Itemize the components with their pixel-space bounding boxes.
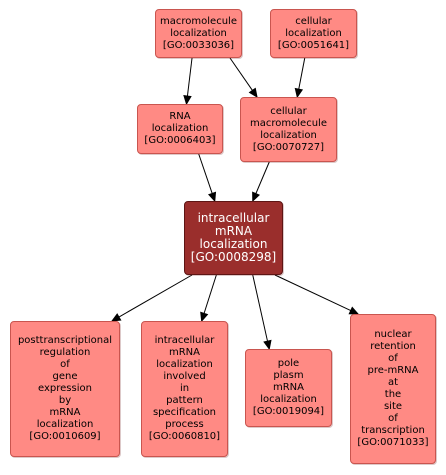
arrowhead-icon	[183, 95, 192, 106]
node-label-line: the	[384, 389, 402, 400]
arrowhead-icon	[348, 306, 360, 315]
arrowhead-icon	[110, 313, 122, 322]
arrowhead-icon	[200, 311, 209, 323]
node-label-line: process	[165, 419, 204, 430]
arrowhead-icon	[248, 87, 258, 99]
node-label-line: site	[383, 401, 403, 412]
node-label-line: pattern	[166, 395, 203, 406]
node-label-line: macromolecule	[250, 117, 327, 129]
edge-macromolecule_localization-to-cellular_macromolecule_localization	[229, 57, 253, 91]
node-label-line: [GO:0006403]	[144, 135, 216, 146]
node-label-line: [GO:0071033]	[357, 437, 429, 448]
node-label-line: involved	[163, 371, 206, 382]
node-label-line: localization	[260, 129, 317, 141]
arrowhead-icon	[294, 87, 304, 99]
node-label-line: [GO:0008298]	[190, 250, 277, 264]
node-label-line: nuclear	[374, 329, 412, 340]
node-label-line: in	[179, 383, 190, 394]
node-label-line: [GO:0060810]	[148, 431, 221, 442]
node-label-line: posttranscriptional	[17, 335, 113, 346]
node-label-line: localization	[36, 419, 94, 430]
node-label-line: RNA	[169, 111, 191, 122]
edge-cellular_localization-to-cellular_macromolecule_localization	[298, 57, 306, 90]
node-label-line: of	[388, 353, 398, 364]
node-label-line: expression	[38, 383, 92, 394]
arrowhead-icon	[207, 191, 217, 203]
edge-rna_localization-to-intracellular_mrna_localization	[198, 153, 213, 194]
edge-intracellular_mrna_localization-to-pole_plasm_mrna	[252, 274, 268, 342]
node-label-line: pole	[277, 358, 300, 369]
node-label-line: mRNA	[272, 382, 304, 393]
node-label-line: of	[60, 359, 70, 370]
node-label-line: [GO:0051641]	[277, 39, 350, 51]
edge-macromolecule_localization-to-rna_localization	[186, 57, 193, 97]
node-label-line: cellular	[295, 15, 332, 27]
node-label-line: mRNA	[214, 224, 253, 238]
node-label-line: mRNA	[168, 347, 200, 358]
node-label-line: [GO:0033036]	[162, 39, 235, 51]
node-label-line: [GO:0070727]	[252, 141, 325, 153]
node-label-line: intracellular	[197, 211, 270, 225]
node-label-line: [GO:0010609]	[29, 431, 101, 442]
node-label-line: [GO:0019094]	[252, 406, 325, 417]
edge-intracellular_mrna_localization-to-intracellular_mrna_pattern	[203, 274, 217, 314]
node-label-line: macromolecule	[160, 15, 237, 27]
node-label-line: localization	[151, 123, 209, 134]
node-label-line: transcription	[361, 425, 425, 436]
node-label-line: regulation	[39, 347, 91, 358]
node-label-line: localization	[170, 27, 227, 39]
node-label-line: plasm	[273, 370, 304, 381]
node-label-line: pre-mRNA	[367, 365, 419, 376]
node-label-line: cellular	[270, 105, 307, 117]
edge-intracellular_mrna_localization-to-posttranscriptional_regulation	[118, 274, 193, 318]
node-label-line: localization	[285, 27, 342, 39]
edge-intracellular_mrna_localization-to-nuclear_retention	[274, 274, 351, 312]
node-label-line: localization	[260, 394, 317, 405]
node-label-line: intracellular	[154, 335, 215, 346]
node-label-line: gene	[52, 371, 78, 382]
node-label-line: of	[388, 413, 398, 424]
node-label-line: at	[387, 377, 399, 388]
arrowhead-icon	[263, 339, 272, 351]
node-label-line: specification	[152, 407, 217, 418]
node-label-line: localization	[156, 359, 213, 370]
edge-cellular_macromolecule_localization-to-intracellular_mrna_localization	[255, 161, 270, 194]
node-label-line: mRNA	[49, 407, 81, 418]
node-label-line: localization	[199, 237, 268, 251]
node-label-line: retention	[370, 341, 416, 352]
node-label-line: by	[58, 395, 72, 406]
arrowhead-icon	[252, 191, 260, 203]
